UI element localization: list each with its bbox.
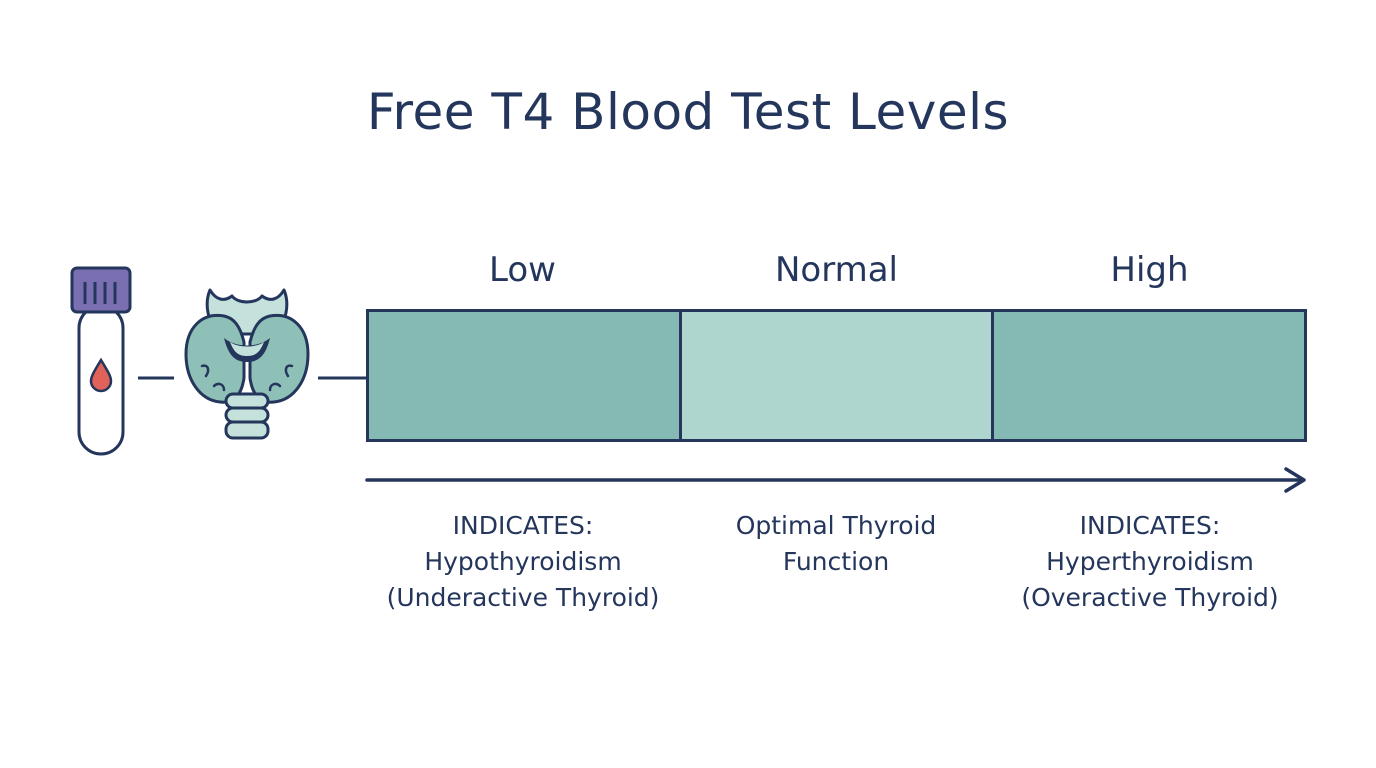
level-segment-high — [991, 312, 1305, 439]
level-label-low: Low — [489, 250, 556, 290]
diagram-title: Free T4 Blood Test Levels — [366, 83, 1010, 141]
blood-tube-icon — [66, 264, 138, 460]
description-line: Hypothyroidism — [424, 547, 622, 576]
connector-line — [316, 366, 368, 380]
description-line: (Overactive Thyroid) — [1021, 583, 1279, 612]
description-line: Optimal Thyroid — [735, 511, 937, 540]
level-description-low: INDICATES: Hypothyroidism (Underactive T… — [353, 508, 693, 616]
description-line: Function — [782, 547, 890, 576]
level-description-normal: Optimal Thyroid Function — [666, 508, 1006, 580]
arrow-right-icon — [364, 464, 1310, 496]
thyroid-gland-icon — [180, 282, 314, 446]
description-line: INDICATES: — [452, 511, 594, 540]
level-bar — [366, 309, 1307, 442]
description-line: Hyperthyroidism — [1046, 547, 1254, 576]
level-description-high: INDICATES: Hyperthyroidism (Overactive T… — [980, 508, 1320, 616]
connector-line — [136, 366, 176, 380]
level-segment-normal — [678, 312, 992, 439]
level-label-normal: Normal — [774, 250, 899, 290]
level-label-high: High — [1110, 250, 1189, 290]
description-line: INDICATES: — [1079, 511, 1221, 540]
description-line: (Underactive Thyroid) — [386, 583, 660, 612]
level-segment-low — [369, 312, 679, 439]
